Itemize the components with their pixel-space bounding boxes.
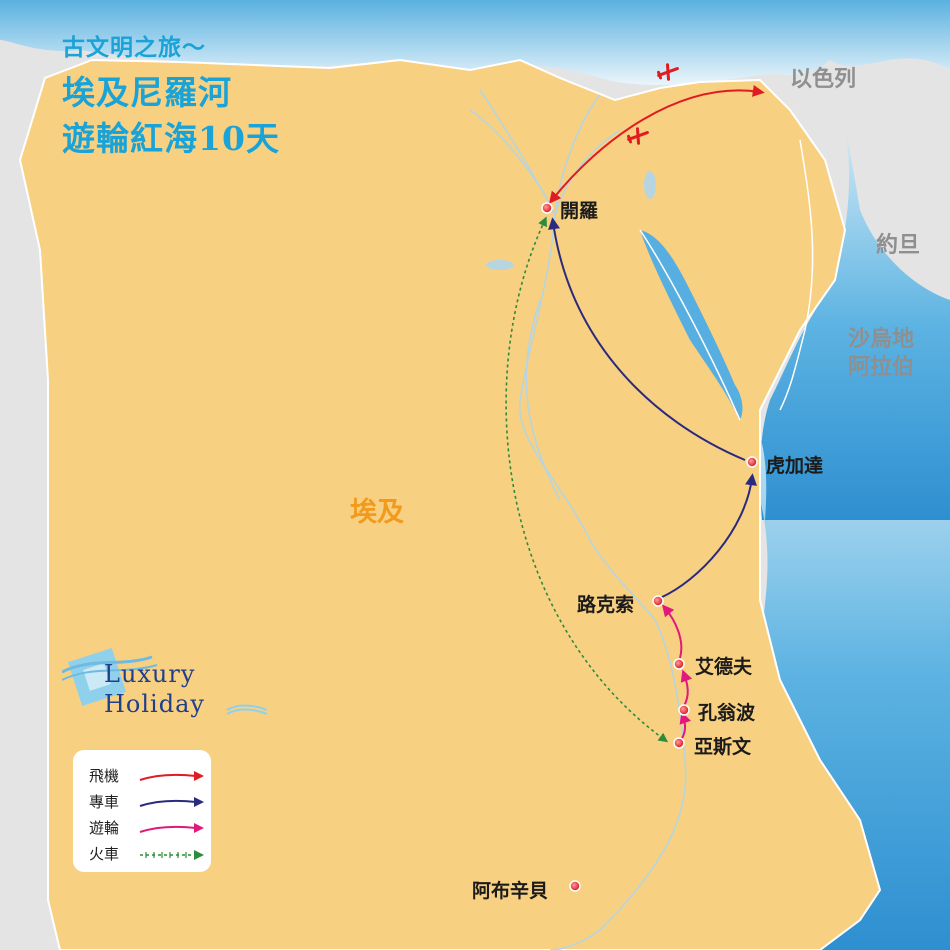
city-label-edfu: 艾德夫: [695, 656, 753, 678]
city-dots: [541, 202, 758, 892]
logo-text-luxury: Luxury: [104, 660, 196, 688]
plane-icon: [657, 63, 679, 81]
city-label-cairo: 開羅: [560, 200, 599, 222]
city-label-luxor: 路克索: [577, 594, 635, 616]
cairo-dot: [541, 202, 553, 214]
luxor-dot: [652, 595, 664, 607]
legend-label-cruise: 遊輪: [89, 819, 120, 837]
logo-graphic: [61, 648, 268, 715]
country-label-israel: 以色列: [790, 67, 857, 92]
city-label-abu-simbel: 阿布辛貝: [472, 880, 549, 902]
title-line-3: 遊輪紅海10天: [62, 119, 280, 158]
cruise-route-komombo-edfu: [680, 669, 693, 707]
legend-label-car: 專車: [89, 793, 120, 811]
legend-car-arrow-icon: [139, 797, 204, 807]
legend-row-car: 專車: [83, 790, 211, 814]
legend-row-plane: 飛機: [83, 764, 211, 788]
kom-ombo-dot: [678, 704, 690, 716]
car-route-luxor-hurghada: [659, 473, 757, 599]
legend-cruise-arrow-icon: [139, 823, 204, 833]
legend-label-train: 火車: [89, 845, 120, 863]
edfu-dot: [673, 658, 685, 670]
title-line-1: 古文明之旅～: [62, 34, 206, 61]
saudi-line-2: 阿拉伯: [848, 355, 915, 380]
legend-row-train: 火車: [83, 842, 211, 866]
hurghada-dot: [746, 456, 758, 468]
logo-text-holiday: Holiday: [104, 690, 205, 718]
legend-panel: 飛機 專車 遊輪 火車: [73, 750, 211, 872]
lake-qarun: [486, 260, 514, 270]
legend-row-cruise: 遊輪: [83, 816, 211, 840]
sinai-border: [779, 139, 814, 411]
title-line-2: 埃及尼羅河: [62, 73, 232, 112]
legend-plane-arrow-icon: [139, 771, 204, 781]
country-label-jordan: 約旦: [876, 233, 921, 258]
saudi-line-1: 沙烏地: [848, 327, 915, 352]
red-sea: [760, 130, 950, 520]
legend-label-plane: 飛機: [89, 767, 120, 785]
city-label-aswan: 亞斯文: [694, 736, 752, 758]
legend-train-arrow-icon: [140, 850, 204, 860]
plane-route: [549, 85, 765, 204]
abu-simbel-dot: [569, 880, 581, 892]
cruise-route-aswan-komombo: [679, 711, 691, 741]
plane-icon: [627, 127, 649, 145]
country-label-saudi-arabia: 沙烏地 阿拉伯: [848, 326, 914, 382]
city-label-hurghada: 虎加達: [766, 455, 824, 477]
city-label-kom-ombo: 孔翁波: [698, 702, 756, 724]
country-label-egypt: 埃及: [350, 497, 404, 528]
luxury-holiday-logo: Luxury Holiday: [61, 632, 272, 732]
aswan-dot: [673, 737, 685, 749]
bitter-lakes: [644, 171, 656, 199]
